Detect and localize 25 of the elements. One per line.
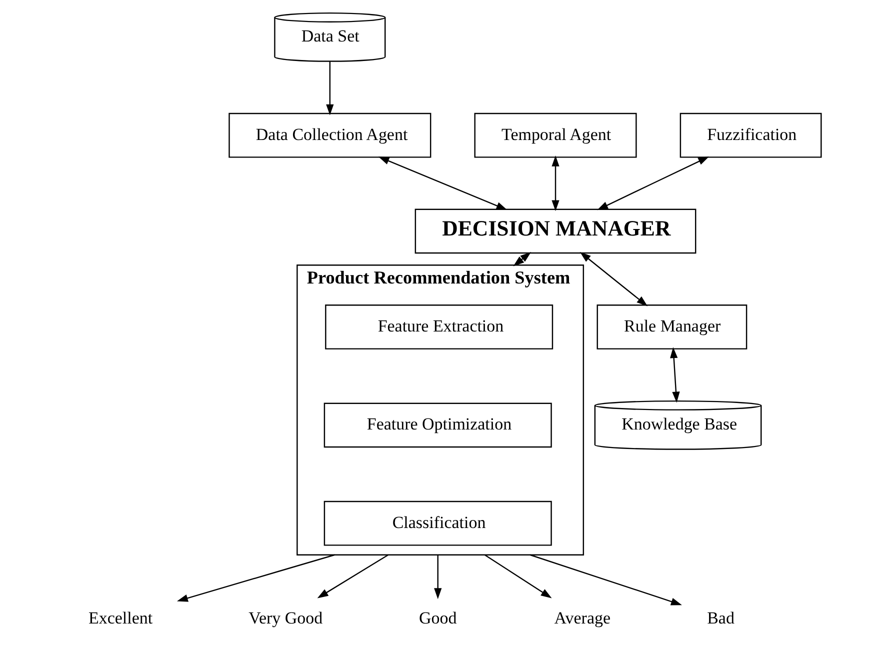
node-box: Rule Manager — [596, 304, 748, 350]
node-text: Very Good — [248, 608, 323, 628]
node-box: Feature Extraction — [325, 304, 554, 350]
node-box: Temporal Agent — [474, 112, 637, 158]
node-text: Excellent — [88, 608, 153, 628]
arrow — [580, 252, 648, 306]
node-box: Feature Optimization — [324, 402, 552, 448]
node-box: Data Collection Agent — [228, 112, 432, 158]
arrow — [326, 62, 334, 116]
node-text: Good — [419, 608, 457, 628]
node-box: DECISION MANAGER — [414, 208, 696, 254]
arrow — [434, 554, 442, 600]
node-box: Classification — [324, 500, 552, 546]
arrow — [513, 252, 532, 266]
arrow — [530, 554, 682, 606]
node-text: Bad — [707, 608, 734, 628]
arrow — [670, 347, 680, 403]
arrow — [552, 155, 560, 212]
arrow — [597, 156, 710, 210]
arrow — [317, 554, 389, 598]
arrow — [378, 156, 508, 210]
arrow — [176, 554, 335, 602]
arrow — [484, 554, 552, 598]
node-text: Average — [554, 608, 611, 628]
node-box: Fuzzification — [680, 112, 822, 158]
